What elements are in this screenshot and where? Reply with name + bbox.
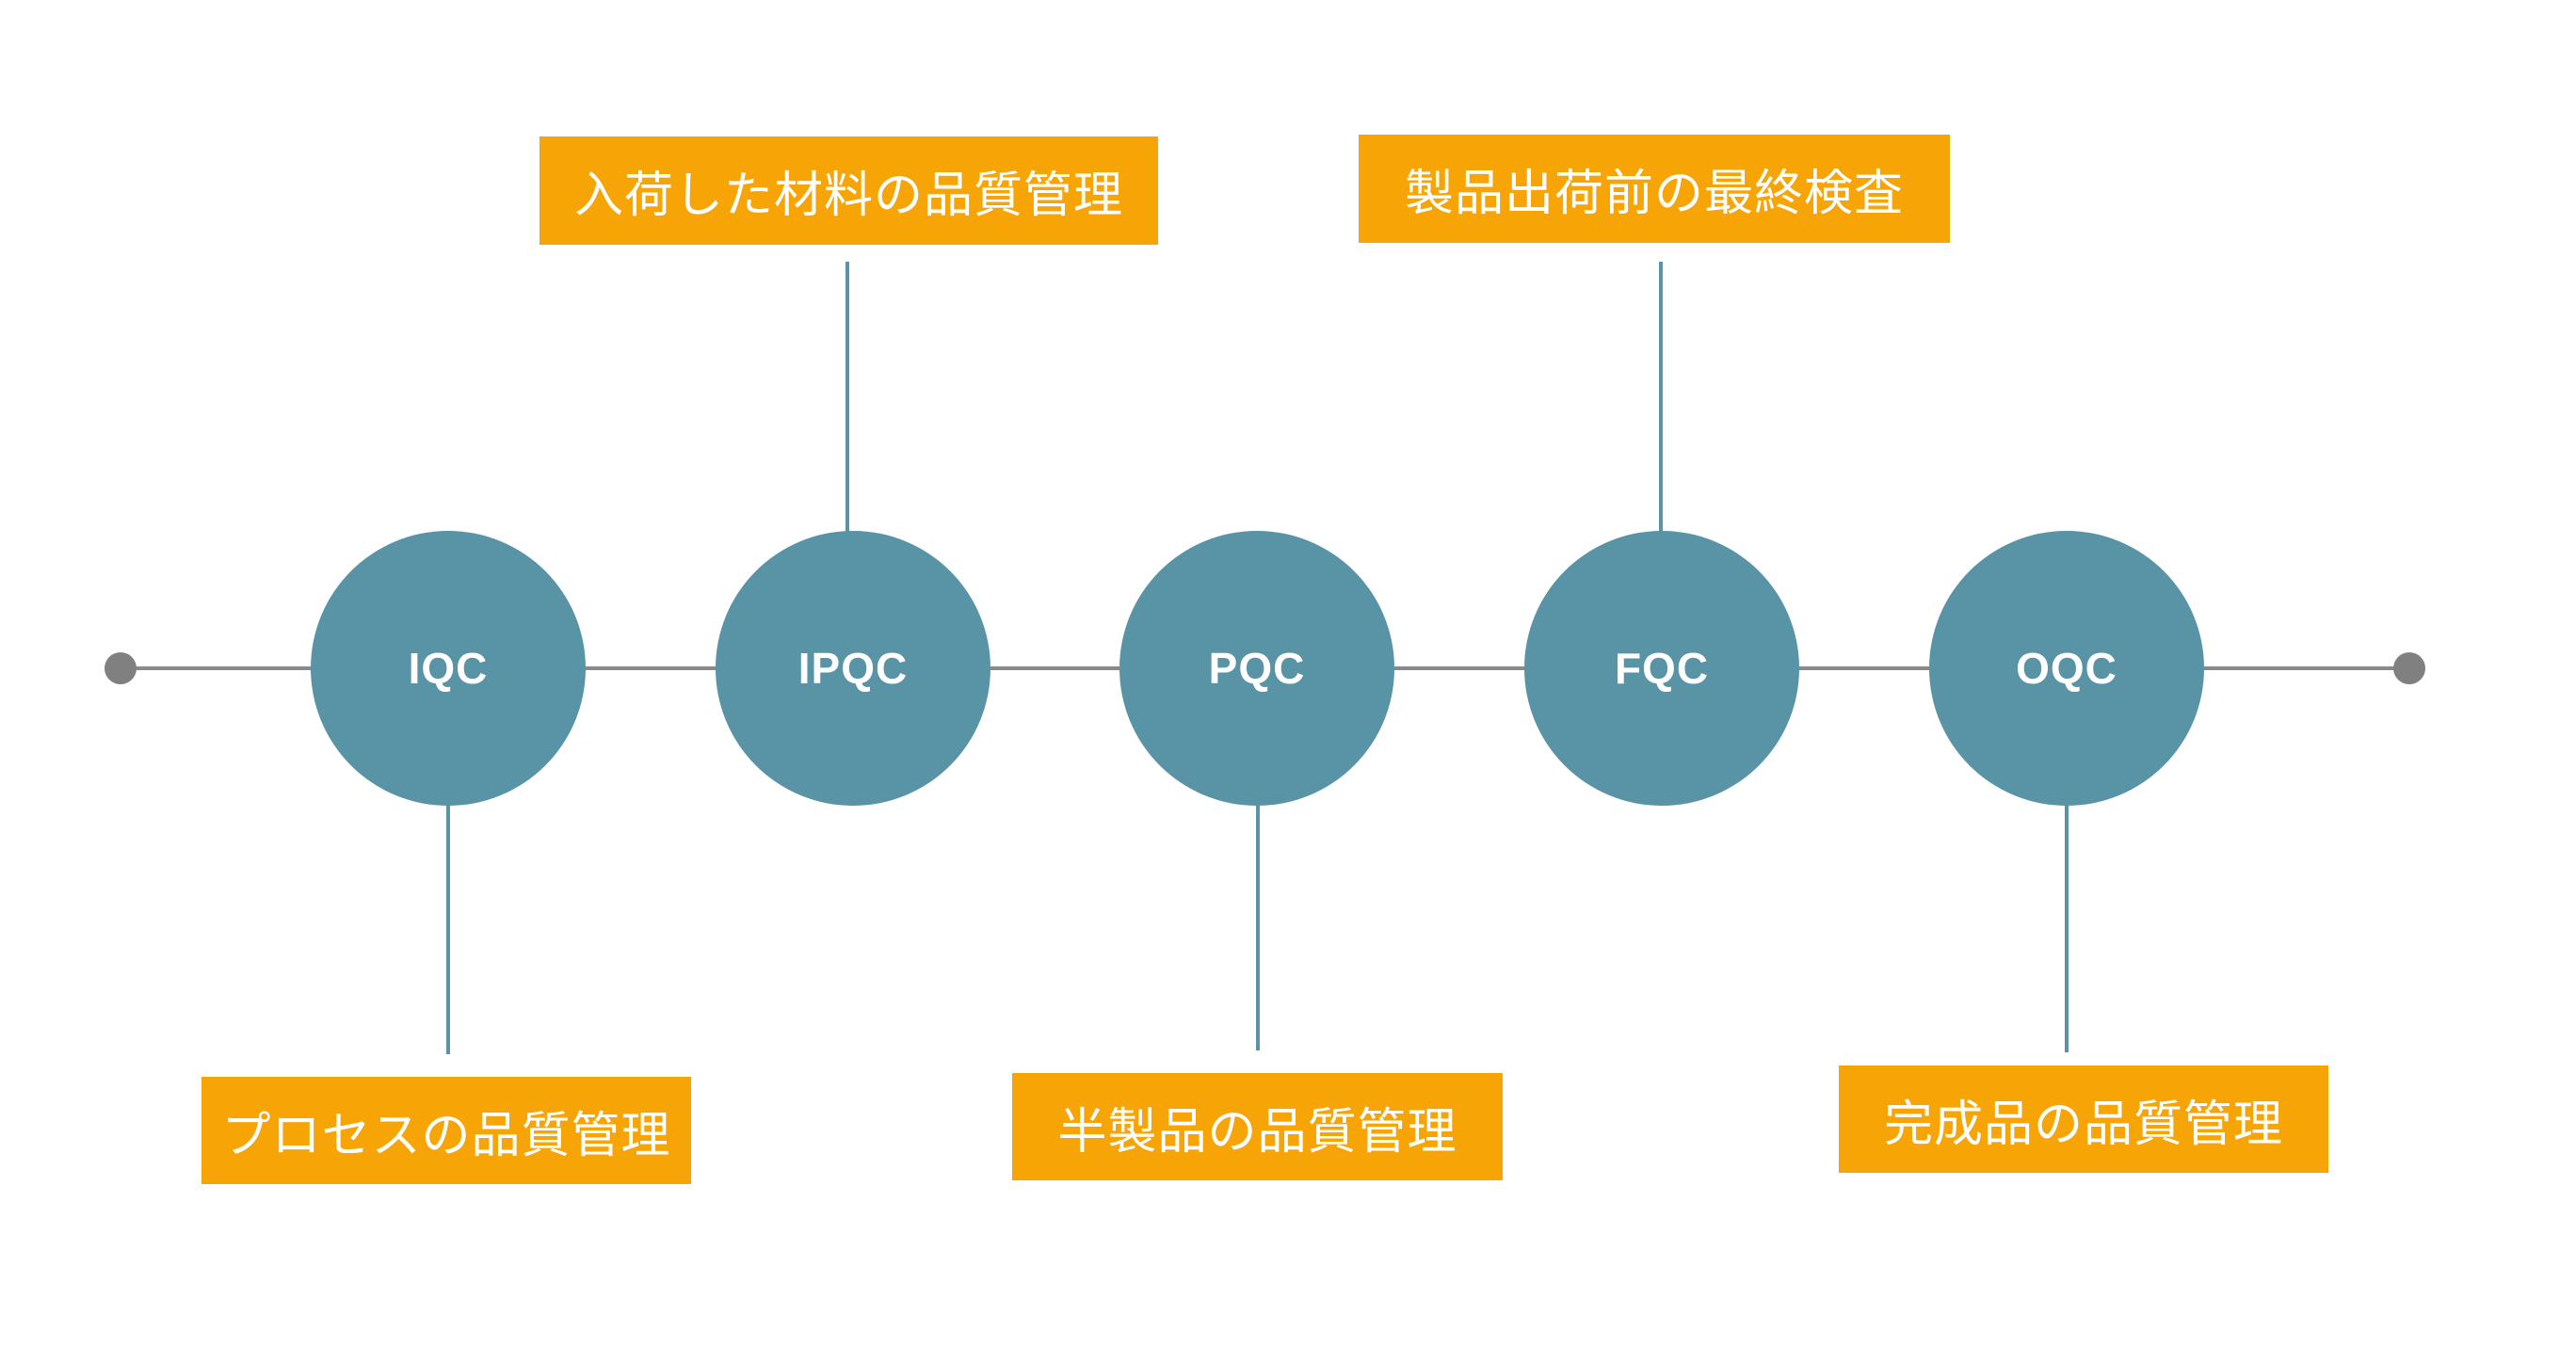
node-oqc: OQC [1929,531,2204,806]
description-text-iqc: プロセスの品質管理 [221,1107,671,1164]
node-label-pqc: PQC [1208,644,1306,693]
description-text-oqc: 完成品の品質管理 [1883,1096,2283,1153]
connector-ipqc [845,262,849,535]
node-ipqc: IPQC [716,531,990,806]
description-text-fqc: 製品出荷前の最終検査 [1404,166,1904,222]
node-fqc: FQC [1524,531,1799,806]
description-text-pqc: 半製品の品質管理 [1057,1103,1457,1161]
connector-oqc [2065,802,2069,1052]
description-box-pqc: 半製品の品質管理 [1012,1073,1503,1180]
timeline-end-dot [2393,652,2425,684]
node-label-ipqc: IPQC [797,644,909,693]
node-label-iqc: IQC [408,644,489,693]
description-box-oqc: 完成品の品質管理 [1839,1066,2328,1173]
node-label-oqc: OQC [2016,644,2117,693]
description-text-ipqc: 入荷した材料の品質管理 [573,168,1123,224]
node-label-fqc: FQC [1614,644,1710,693]
node-iqc: IQC [311,531,586,806]
description-box-iqc: プロセスの品質管理 [201,1077,691,1184]
description-box-fqc: 製品出荷前の最終検査 [1359,135,1950,243]
connector-pqc [1256,802,1260,1050]
connector-fqc [1659,262,1663,535]
connector-iqc [446,802,450,1054]
timeline-start-dot [105,652,137,684]
node-pqc: PQC [1119,531,1394,806]
description-box-ipqc: 入荷した材料の品質管理 [539,136,1158,245]
